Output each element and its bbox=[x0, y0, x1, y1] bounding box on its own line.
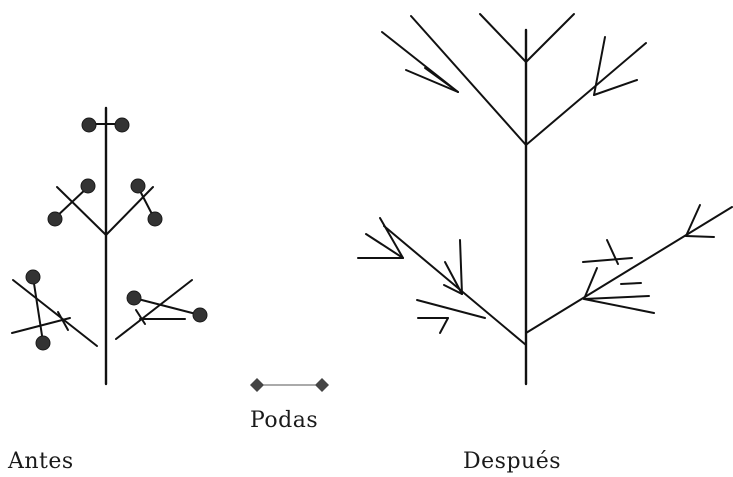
branch-upper-left bbox=[56, 186, 107, 236]
branch-twig bbox=[416, 299, 486, 319]
cut-marker bbox=[192, 307, 208, 323]
branch-lower-left bbox=[383, 225, 527, 346]
branch-twig bbox=[424, 67, 459, 93]
cut-connector bbox=[54, 186, 89, 219]
branch-twig bbox=[439, 317, 449, 334]
branch-upper-right bbox=[105, 186, 154, 236]
label-before: Antes bbox=[8, 449, 74, 474]
legend-marker-right bbox=[315, 378, 329, 392]
tree-before bbox=[11, 106, 208, 386]
cut-marker bbox=[35, 335, 51, 351]
tree-after bbox=[357, 13, 733, 386]
legend-marker-left bbox=[250, 378, 264, 392]
branch-twig bbox=[444, 261, 463, 295]
cut-marker bbox=[126, 290, 142, 306]
cut-marker bbox=[25, 269, 41, 285]
branch-twig bbox=[443, 284, 463, 295]
branch-lower-right bbox=[115, 279, 193, 340]
branch-twig bbox=[582, 257, 633, 263]
branch-top-center-left bbox=[479, 13, 527, 63]
cut-marker bbox=[47, 211, 63, 227]
branch-twig bbox=[583, 295, 650, 300]
legend-label: Podas bbox=[250, 408, 319, 433]
cut-marker bbox=[130, 178, 146, 194]
branch-lower-right bbox=[525, 206, 733, 334]
branch-lower-right-tick bbox=[135, 309, 146, 325]
branch-top-right bbox=[525, 42, 647, 146]
branch-twig bbox=[593, 79, 638, 96]
cut-marker bbox=[81, 117, 97, 133]
branch-twig bbox=[685, 235, 715, 238]
label-after: Después bbox=[463, 449, 562, 474]
legend bbox=[250, 378, 329, 392]
cut-marker bbox=[147, 211, 163, 227]
branch-twig bbox=[405, 69, 459, 93]
branch-top-left bbox=[410, 15, 527, 146]
branch-twig bbox=[620, 282, 642, 285]
cut-connector bbox=[133, 297, 201, 316]
branch-top-center-right bbox=[525, 13, 575, 63]
branch-twig bbox=[379, 217, 404, 259]
branch-twig bbox=[685, 204, 701, 237]
cut-connector bbox=[32, 276, 44, 343]
branch-lower-left-tick bbox=[57, 311, 69, 331]
branch-twig bbox=[583, 267, 598, 300]
branch-twig bbox=[459, 239, 463, 295]
cut-marker bbox=[114, 117, 130, 133]
branch-twig bbox=[365, 233, 404, 259]
branch-twig bbox=[593, 36, 606, 96]
branch-twig bbox=[583, 298, 655, 314]
cut-marker bbox=[80, 178, 96, 194]
branch-lower-left bbox=[12, 279, 98, 347]
